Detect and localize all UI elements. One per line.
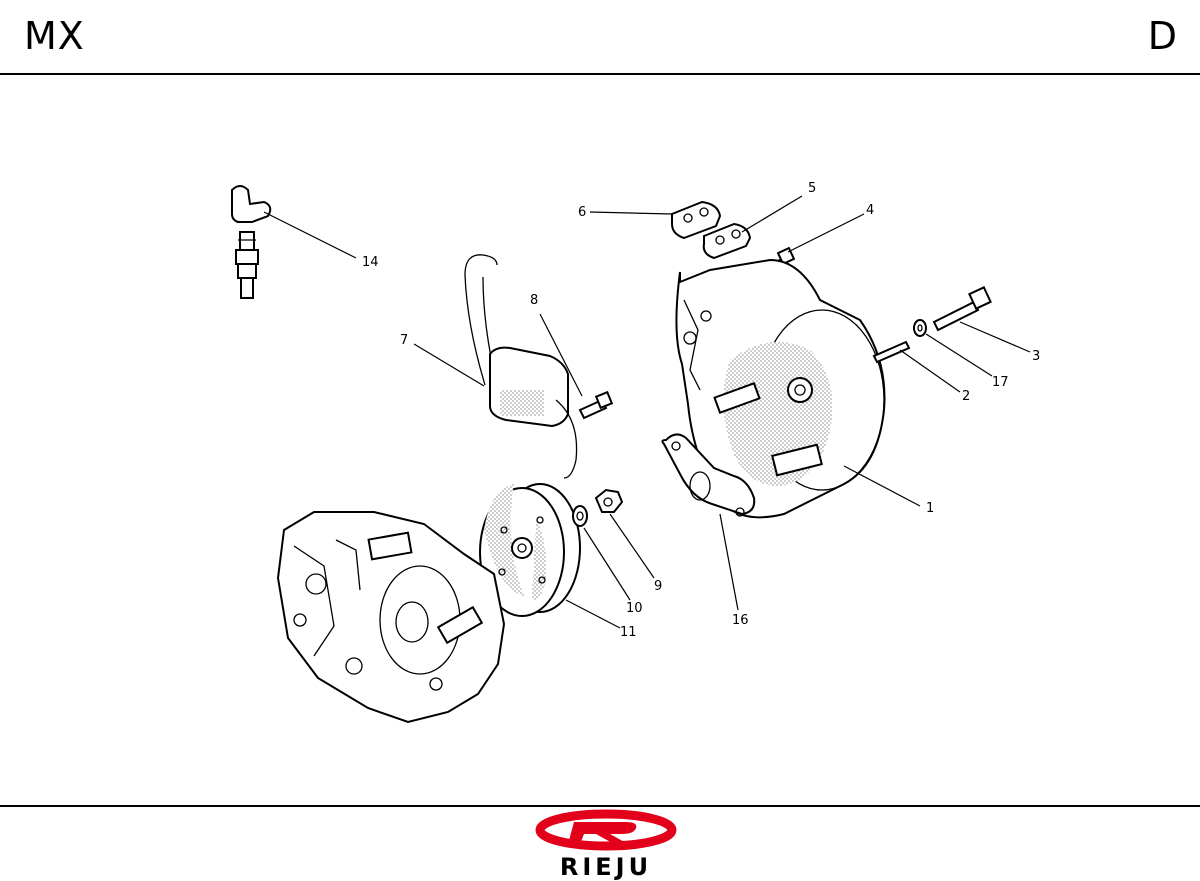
- flywheel-rotor: [479, 483, 581, 617]
- washer-10: [572, 505, 588, 527]
- washer-17: [913, 319, 927, 337]
- coil-screw: [578, 390, 614, 420]
- callout-9: 9: [654, 579, 662, 594]
- grommet-5: [702, 222, 752, 260]
- callout-2: 2: [962, 389, 970, 404]
- callout-17: 17: [992, 375, 1009, 390]
- stator-bracket: [661, 433, 756, 517]
- callout-10: 10: [626, 601, 643, 616]
- callout-11: 11: [620, 625, 637, 640]
- crankcase: [276, 511, 506, 724]
- callout-8: 8: [530, 293, 538, 308]
- section-letter: D: [1147, 14, 1178, 58]
- pin-2: [872, 340, 911, 364]
- callout-1: 1: [926, 501, 934, 516]
- callout-3: 3: [1032, 349, 1040, 364]
- model-title: MX: [24, 14, 85, 58]
- callout-5: 5: [808, 181, 816, 196]
- rieju-logo: RIEJU: [535, 809, 677, 881]
- brand-wordmark: RIEJU: [560, 853, 652, 881]
- callout-16: 16: [732, 613, 749, 628]
- callout-7: 7: [400, 333, 408, 348]
- leader-lines: [263, 195, 1031, 629]
- bolt-3: [932, 286, 992, 332]
- callout-4: 4: [866, 203, 874, 218]
- grommet-6: [671, 200, 722, 240]
- spark-plug-cap-and-plug: [231, 185, 272, 299]
- footer-divider: [0, 805, 1200, 807]
- ignition-coil: [464, 254, 578, 479]
- nut-9: [594, 488, 624, 513]
- callout-6: 6: [578, 205, 586, 220]
- callout-labels: 1 2 3 4 5 6 7 8 9 10 11 14 16 17: [362, 181, 1040, 640]
- stator-cover: [675, 258, 886, 519]
- callout-14: 14: [362, 255, 379, 270]
- header-divider: [0, 73, 1200, 75]
